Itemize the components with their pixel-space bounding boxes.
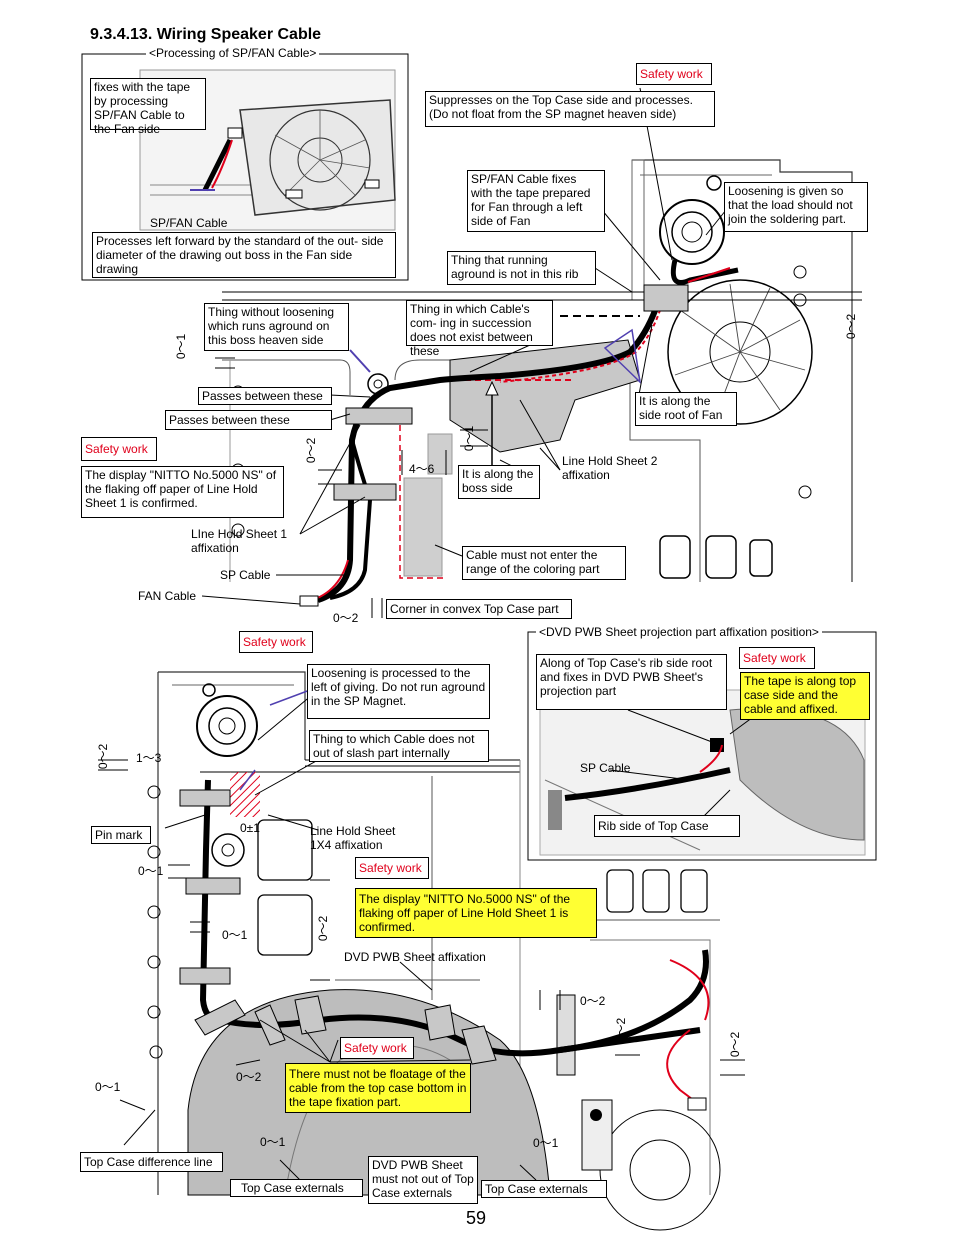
label-sp-fan-cable: SP/FAN Cable	[150, 216, 228, 230]
note-passes-between-2: Passes between these	[165, 410, 332, 430]
note-diff-line: Top Case difference line	[80, 1152, 223, 1172]
label-dvd-sheet: DVD PWB Sheet affixation	[344, 950, 486, 964]
note-rib-side: Rib side of Top Case	[594, 815, 740, 837]
dim-0-1-g: 0～1	[533, 1136, 559, 1150]
dim-0-2-a: 0～2	[844, 313, 859, 340]
dim-1-3: 1～3	[136, 751, 162, 765]
safety-badge-1: Safety work	[636, 63, 712, 85]
dim-0-1-d: 0～1	[222, 928, 248, 942]
safety-badge-3: Safety work	[739, 647, 815, 669]
processing-section-title: <Processing of SP/FAN Cable>	[146, 46, 320, 60]
label-sp-cable-2: SP Cable	[580, 761, 631, 775]
label-line-hold-1x4: Line Hold Sheet 1X4 affixation	[310, 824, 396, 852]
note-pin-mark: Pin mark	[91, 826, 151, 844]
safety-badge-6: Safety work	[340, 1037, 414, 1059]
note-loosening-left: Loosening is processed to the left of gi…	[307, 664, 490, 719]
label-line-hold-1: LIne Hold Sheet 1 affixation	[191, 527, 288, 555]
page-title: 9.3.4.13. Wiring Speaker Cable	[90, 26, 322, 43]
top-assembly-drawing	[201, 87, 862, 618]
note-processes-left: Processes left forward by the standard o…	[92, 232, 396, 278]
label-line-hold-2: Line Hold Sheet 2 affixation	[562, 454, 658, 482]
dim-0-2-c: 0～2	[333, 611, 359, 625]
dim-0-1-f: 0～1	[260, 1135, 286, 1149]
dim-4-6: 4～6	[409, 462, 435, 476]
note-passes-between-1: Passes between these	[198, 387, 332, 405]
note-sp-fan-fixes: SP/FAN Cable fixes with the tape prepare…	[467, 170, 605, 232]
label-fan-cable: FAN Cable	[138, 589, 197, 603]
dim-0-1-c: 0～1	[138, 864, 164, 878]
note-along-root: It is along the side root of Fan	[635, 392, 737, 426]
dim-0pm1: 0±1	[240, 821, 260, 835]
page-number: 59	[466, 1208, 487, 1228]
note-slash: Thing to which Cable does not out of sla…	[309, 730, 489, 762]
note-fixes-tape: fixes with the tape by processing SP/FAN…	[90, 78, 206, 136]
dim-0-2-e: 0～2	[316, 915, 331, 942]
dim-0-2-f: 0～2	[580, 994, 606, 1008]
dim-0-2-g: 0～2	[614, 1017, 629, 1044]
dim-0-1-b: 0～1	[462, 425, 477, 452]
processing-section-frame	[81, 53, 409, 281]
note-suppresses: Suppresses on the Top Case side and proc…	[425, 91, 715, 127]
dim-0-2-b: 0～2	[304, 437, 319, 464]
note-externals-1: Top Case externals	[230, 1179, 363, 1197]
note-without-loosening: Thing without loosening which runs agrou…	[204, 303, 349, 351]
note-corner: Corner in convex Top Case part	[386, 599, 572, 619]
dim-0-2-i: 0～2	[236, 1070, 262, 1084]
dim-0-2-h: 0～2	[728, 1031, 743, 1058]
dim-0-2-d: 0～2	[96, 743, 111, 770]
note-loosening-solder: Loosening is given so that the load shou…	[724, 182, 868, 232]
note-along-boss: It is along the boss side	[458, 465, 540, 499]
note-nitto-1: The display "NITTO No.5000 NS" of the fl…	[81, 466, 284, 518]
safety-badge-4: Safety work	[239, 631, 313, 653]
note-dvd-must: DVD PWB Sheet must not out of Top Case e…	[368, 1156, 478, 1204]
dvd-section-title: <DVD PWB Sheet projection part affixatio…	[536, 625, 822, 639]
note-running-aground: Thing that running aground is not in thi…	[447, 251, 596, 285]
note-coloring: Cable must not enter the range of the co…	[462, 546, 626, 580]
label-sp-cable: SP Cable	[220, 568, 271, 582]
note-floatage: There must not be floatage of the cable …	[285, 1063, 471, 1113]
dim-0-1-a: 0～1	[174, 333, 189, 360]
safety-badge-2: Safety work	[81, 437, 157, 461]
note-tape-along: The tape is along top case side and the …	[740, 672, 870, 720]
note-in-succession: Thing in which Cable's com- ing in succe…	[406, 300, 553, 358]
note-externals-2: Top Case externals	[481, 1180, 607, 1198]
dim-0-1-e: 0～1	[95, 1080, 121, 1094]
note-nitto-2: The display "NITTO No.5000 NS" of the fl…	[355, 888, 597, 938]
note-along-rib: Along of Top Case's rib side root and fi…	[536, 654, 727, 710]
safety-badge-5: Safety work	[355, 857, 429, 879]
